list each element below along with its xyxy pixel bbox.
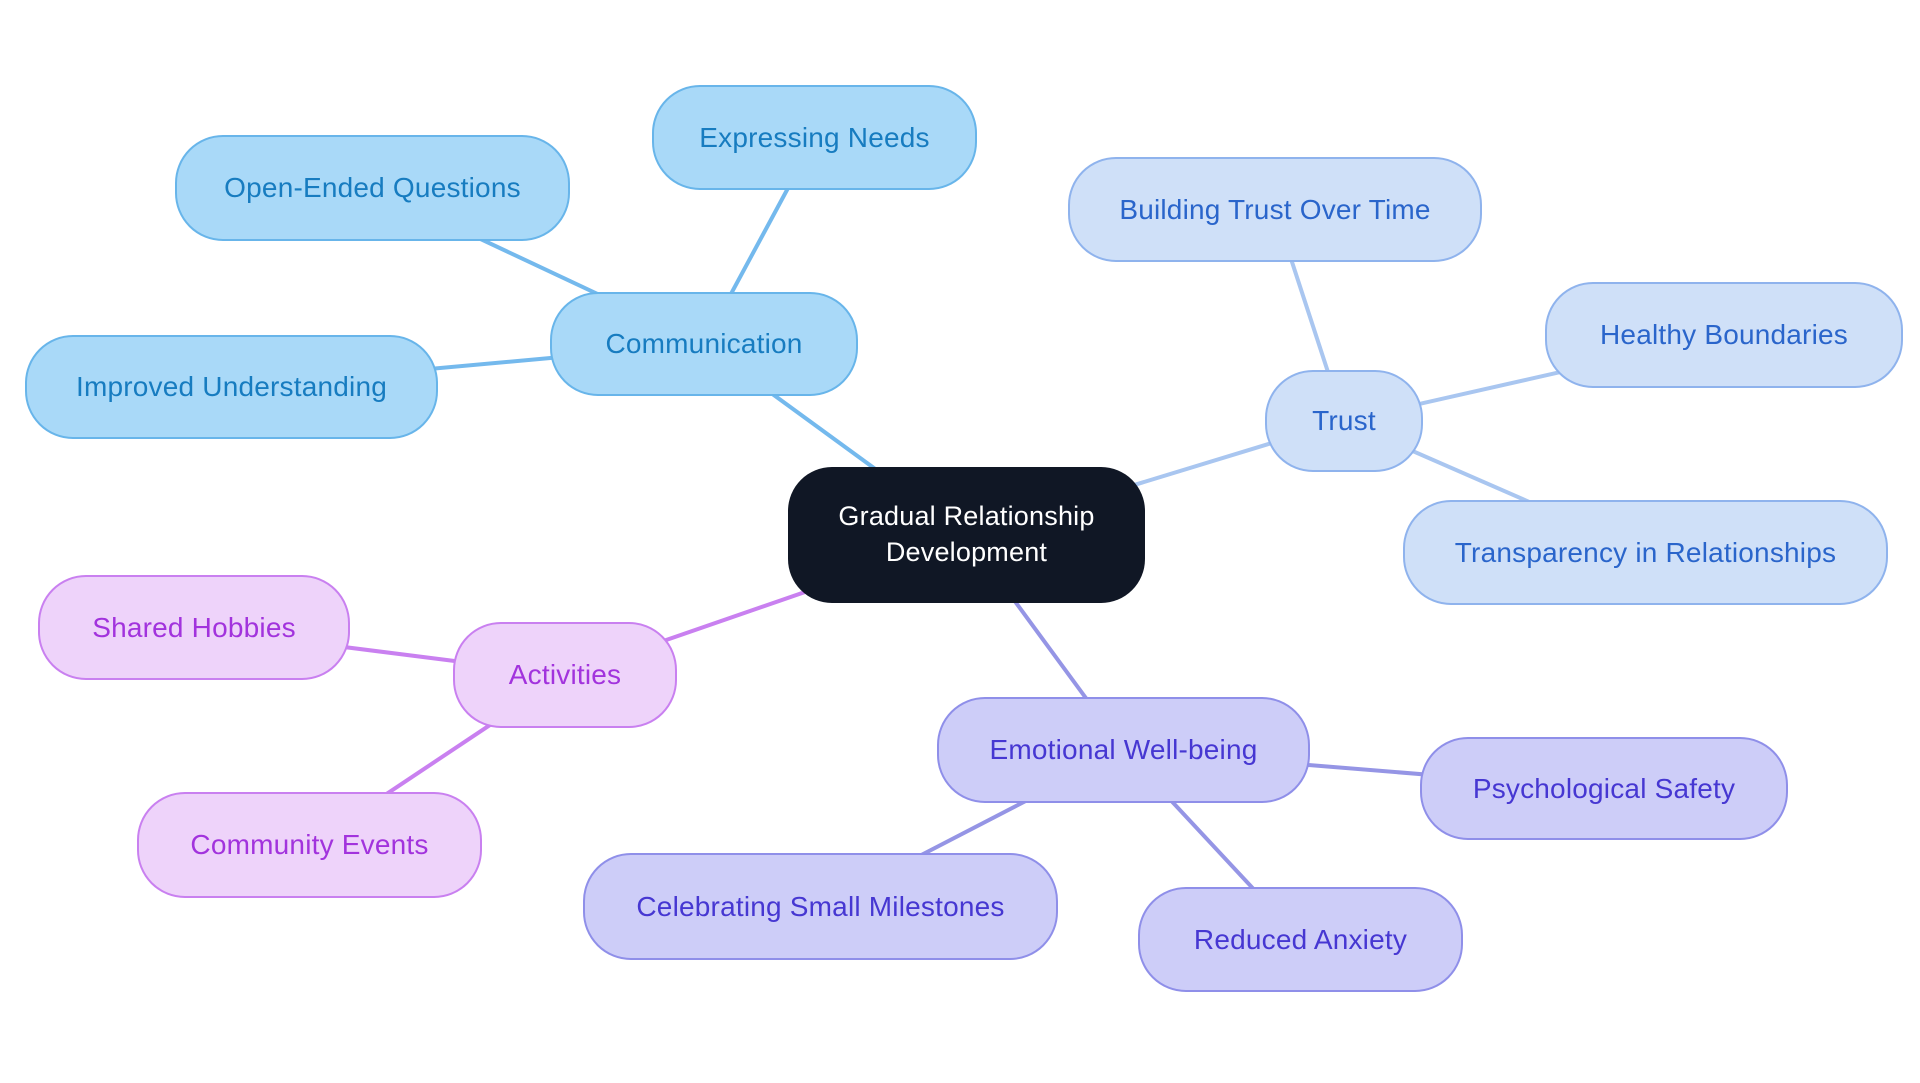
node-label: Communication <box>605 328 803 359</box>
node-label: Reduced Anxiety <box>1193 923 1408 955</box>
node-open-ended-questions[interactable]: Open-Ended Questions <box>175 135 570 241</box>
node-central-gradual-relationship-development[interactable]: Gradual Relationship Development <box>788 467 1145 603</box>
node-label: Psychological Safety <box>1472 772 1736 804</box>
node-community-events[interactable]: Community Events <box>137 792 482 898</box>
node-label: Celebrating Small Milestones <box>636 890 1005 922</box>
node-label: Improved Understanding <box>75 371 388 402</box>
node-label: Community Events <box>190 829 429 860</box>
node-transparency-in-relationships[interactable]: Transparency in Relationships <box>1403 500 1888 605</box>
node-shared-hobbies[interactable]: Shared Hobbies <box>38 575 350 680</box>
node-building-trust-over-time[interactable]: Building Trust Over Time <box>1068 157 1482 262</box>
node-label: Gradual Relationship Development <box>838 501 1095 567</box>
node-celebrating-small-milestones[interactable]: Celebrating Small Milestones <box>583 853 1058 960</box>
node-activities[interactable]: Activities <box>453 622 677 728</box>
node-label: Shared Hobbies <box>92 611 296 643</box>
node-label: Emotional Well-being <box>989 734 1258 765</box>
node-label: Activities <box>508 659 622 690</box>
node-label: Open-Ended Questions <box>224 172 521 203</box>
node-emotional-well-being[interactable]: Emotional Well-being <box>937 697 1310 803</box>
node-healthy-boundaries[interactable]: Healthy Boundaries <box>1545 282 1903 388</box>
node-expressing-needs[interactable]: Expressing Needs <box>652 85 977 190</box>
node-improved-understanding[interactable]: Improved Understanding <box>25 335 438 439</box>
node-label: Expressing Needs <box>699 121 930 153</box>
node-communication[interactable]: Communication <box>550 292 858 396</box>
node-reduced-anxiety[interactable]: Reduced Anxiety <box>1138 887 1463 992</box>
node-label: Transparency in Relationships <box>1454 536 1837 568</box>
node-psychological-safety[interactable]: Psychological Safety <box>1420 737 1788 840</box>
node-label: Healthy Boundaries <box>1600 319 1848 350</box>
node-label: Trust <box>1312 405 1376 436</box>
node-label: Building Trust Over Time <box>1119 193 1431 225</box>
node-trust[interactable]: Trust <box>1265 370 1423 472</box>
